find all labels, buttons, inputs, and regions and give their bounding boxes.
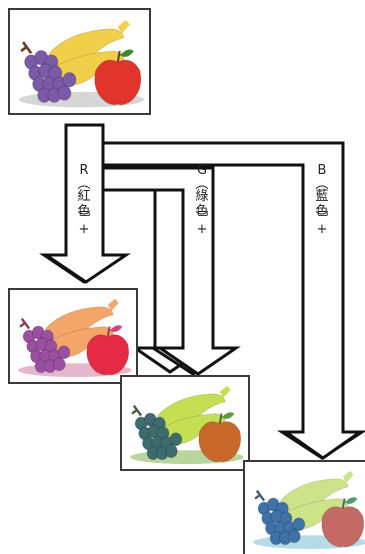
apple-stem-shape	[218, 413, 223, 424]
grape-stem-shape	[19, 317, 31, 330]
grape-shape	[57, 85, 72, 101]
banana-stem-shape	[219, 385, 231, 398]
label-red-char-2: 色	[77, 203, 90, 219]
label-green-paren-close: ︶	[195, 211, 208, 226]
arrow-layer	[41, 123, 365, 460]
grape-stem-shape	[20, 41, 33, 55]
label-green-char-1: 綠	[195, 189, 208, 204]
fruit-image-blue-filter	[243, 460, 365, 554]
label-blue-letter: B	[318, 163, 327, 178]
label-green-suffix: +	[197, 222, 208, 237]
apple-stem-shape	[341, 498, 346, 509]
label-blue-suffix: +	[317, 222, 328, 237]
fruit-group	[253, 470, 365, 550]
grape-shape	[52, 357, 66, 372]
label-blue: B ︵ 藍 色 ︶ +	[315, 163, 328, 237]
fruit-image-red-filter	[8, 288, 138, 384]
fruit-image-green-filter	[120, 375, 250, 471]
label-green: G ︵ 綠 色 ︶ +	[195, 163, 208, 237]
apple-leaf-shape	[221, 412, 235, 419]
grape-shape	[164, 444, 178, 459]
apple-leaf-shape	[344, 497, 358, 504]
apple-shape	[198, 421, 242, 463]
label-red-char-1: 紅	[77, 189, 90, 204]
apple-leaf-shape	[109, 325, 123, 332]
arrow-red-shaft	[41, 123, 131, 284]
label-green-paren-open: ︵	[195, 177, 208, 192]
label-red-letter: R	[79, 163, 88, 178]
apple-shape	[94, 59, 142, 106]
banana-stem-shape	[117, 20, 130, 34]
label-red-paren-open: ︵	[77, 177, 90, 192]
arrow-green-shaft	[101, 166, 241, 376]
grape-shape	[287, 529, 301, 544]
apple-stem-shape	[116, 50, 121, 63]
grape-shape	[169, 432, 183, 447]
label-blue-paren-open: ︵	[315, 177, 328, 192]
grape-shape	[62, 71, 77, 88]
apple-stem-shape	[106, 326, 111, 337]
apple-shape	[86, 334, 130, 376]
apple-shape	[321, 506, 365, 548]
fruit-group	[130, 385, 244, 465]
label-red: R ︵ 紅 色 ︶ +	[77, 163, 90, 237]
arrow-blue-shaft	[101, 141, 365, 460]
grape-stem-shape	[131, 404, 143, 417]
grape-stem-shape	[254, 489, 266, 502]
label-red-suffix: +	[79, 222, 90, 237]
label-red-paren-close: ︶	[77, 211, 90, 226]
grape-shape	[57, 345, 71, 360]
label-blue-char-1: 藍	[315, 189, 328, 204]
fruit-group	[18, 298, 132, 378]
banana-stem-shape	[342, 470, 354, 483]
fruit-group	[19, 20, 144, 108]
apple-leaf-shape	[119, 49, 134, 57]
fruit-image-original	[8, 8, 151, 115]
grape-shape	[292, 517, 306, 532]
label-green-char-2: 色	[195, 203, 208, 219]
label-blue-char-2: 色	[315, 203, 328, 219]
banana-stem-shape	[107, 298, 119, 311]
label-green-letter: G	[197, 163, 207, 178]
label-blue-paren-close: ︶	[315, 211, 328, 226]
